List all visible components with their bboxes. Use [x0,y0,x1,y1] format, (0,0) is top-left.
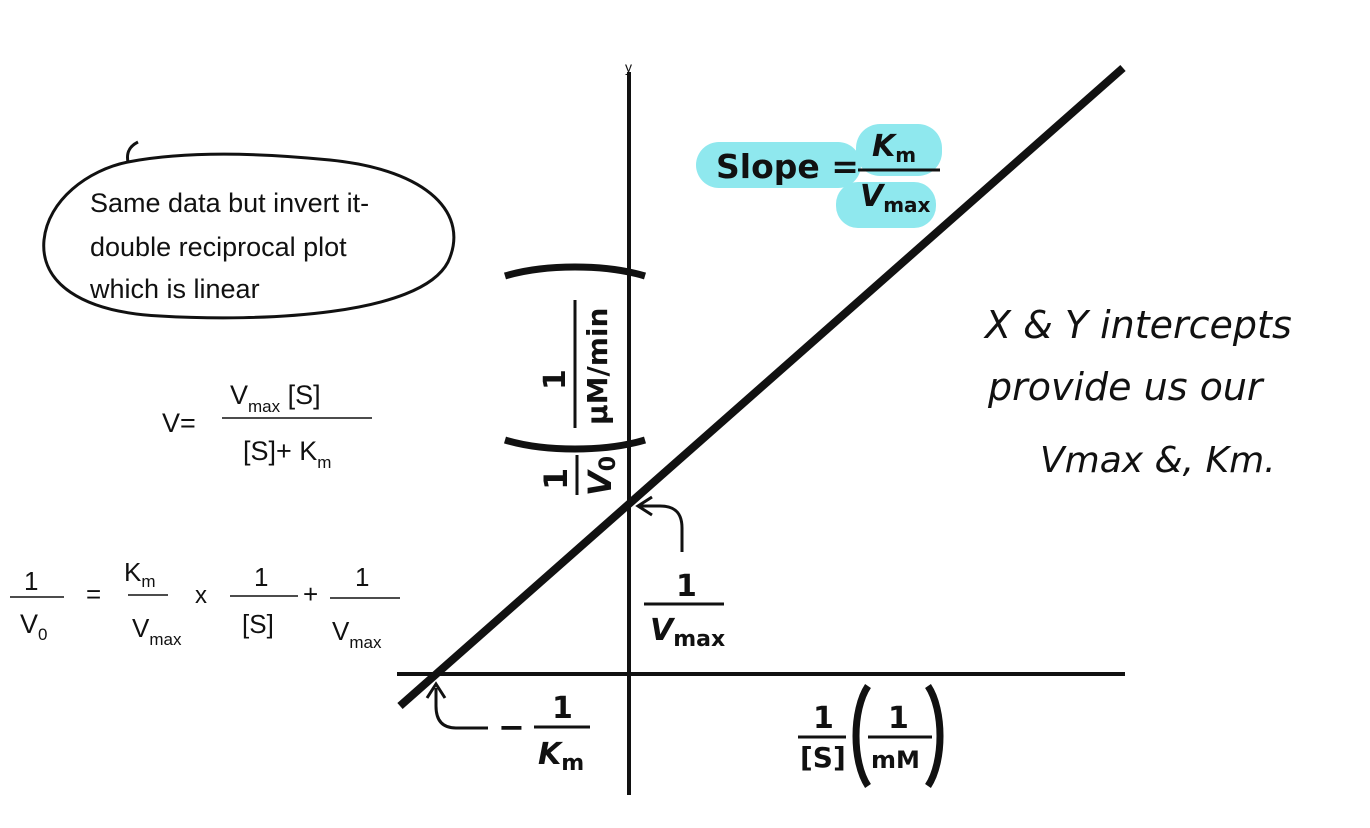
handwritten-line-1: X & Y intercepts [983,303,1292,347]
handwritten-line-3: Vmax &, Km. [1040,440,1276,481]
y-axis-label: 1 V0 1 μM/min [503,263,647,496]
mm-denominator: [S]+ Km [243,436,331,472]
x-label-paren-right [924,684,944,788]
lb-lhs-denominator: V0 [20,609,47,644]
slope-highlight-num [856,124,942,176]
lineweaver-burk-equation: 1 V0 = Km Vmax x 1 [S] + 1 Vmax [10,557,400,652]
lb-times: x [195,582,207,609]
y-intercept-label: 1 Vmax [644,569,725,652]
x-label-unit: mM [871,746,920,774]
lb-term2-denominator: [S] [242,609,274,639]
lb-term1-denominator: Vmax [132,613,182,649]
x-label-paren-left [852,684,872,788]
y-intercept-den: Vmax [650,613,725,652]
lb-lhs-numerator: 1 [24,566,38,596]
slope-numerator: Km [872,129,916,167]
x-intercept-arrowhead [425,681,447,699]
y-intercept-arrowhead [635,495,653,517]
callout-outline [42,140,456,320]
slope-highlight-den [836,182,936,228]
y-intercept-arrow [640,504,684,552]
x-axis-label: 1 [S] 1 mM [798,684,944,788]
x-intercept-arrow [434,688,488,730]
x-intercept-label: − 1 Km [498,691,590,776]
mm-numerator: Vmax [S] [230,380,321,416]
x-label-s: [S] [800,741,846,774]
callout-bubble: Same data but invert it- double reciproc… [42,140,456,320]
y-label-v0: V0 [581,456,621,496]
y-label-unit-one: 1 [538,369,573,390]
y-label-unit: μM/min [581,308,614,425]
y-axis-tick-label: y [625,59,632,75]
x-intercept-den: Km [538,737,584,776]
lb-term2-numerator: 1 [254,562,268,592]
x-label-unit-one: 1 [888,701,909,736]
mm-lhs: V= [162,408,196,438]
lb-term3-numerator: 1 [355,562,369,592]
slope-word: Slope = [716,147,859,186]
callout-line-3: which is linear [89,274,260,304]
slope-label: Slope = Km Vmax [696,124,942,228]
x-label-one: 1 [813,701,834,736]
plot-line [397,65,1126,709]
lb-plus: + [303,579,318,609]
michaelis-menten-equation: V= Vmax [S] [S]+ Km [162,380,372,472]
y-label-paren-left [503,436,647,453]
lb-equals: = [86,579,101,609]
x-intercept-minus: − [498,708,525,746]
callout-line-2: double reciprocal plot [90,232,347,262]
lb-term3-denominator: Vmax [332,616,382,652]
y-label-one: 1 [537,468,575,490]
y-label-paren-right [503,263,647,280]
y-intercept-num: 1 [676,569,697,604]
handwritten-note: X & Y intercepts provide us our Vmax &, … [983,303,1292,481]
lb-term1-numerator: Km [124,557,156,591]
x-intercept-num: 1 [552,691,573,726]
handwritten-line-2: provide us our [987,365,1265,409]
slope-denominator: Vmax [860,179,931,217]
callout-line-1: Same data but invert it- [90,188,369,218]
slope-highlight-word [696,142,861,188]
